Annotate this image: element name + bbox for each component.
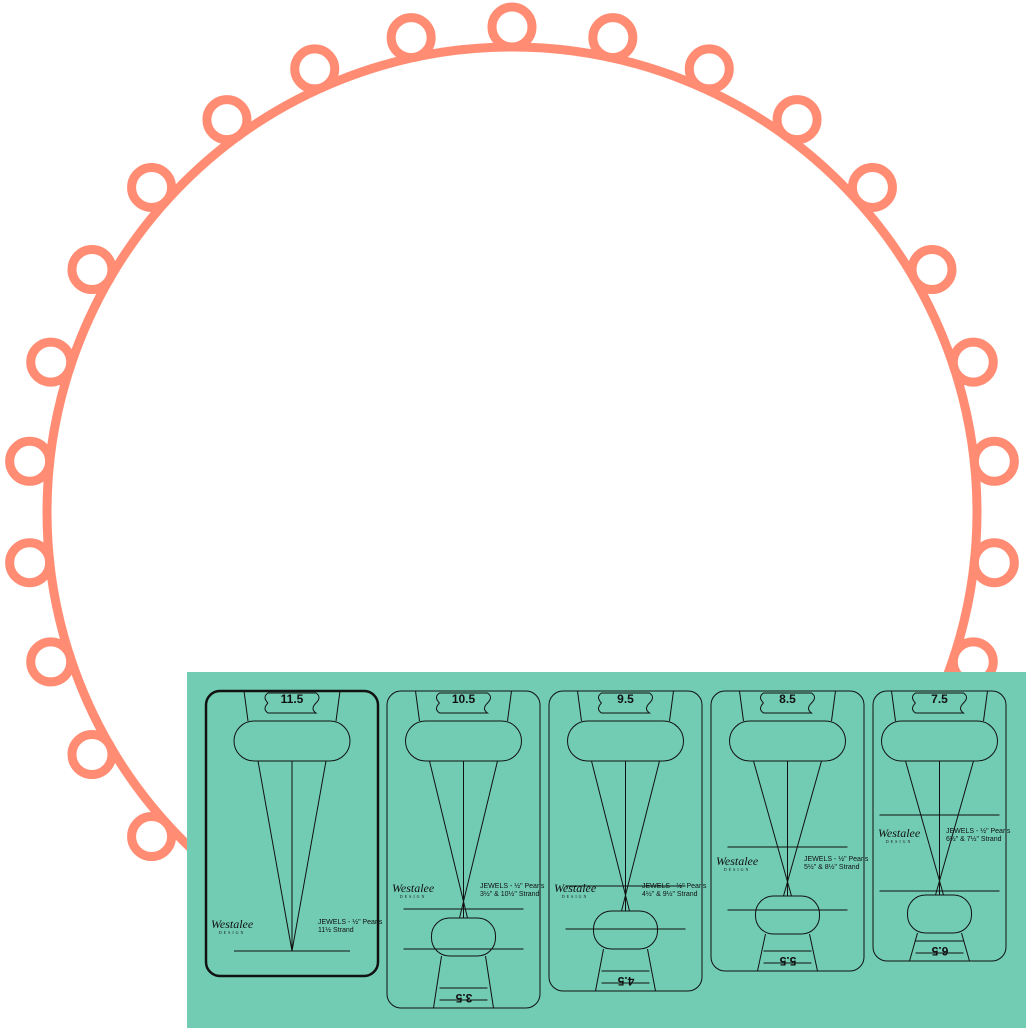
pearl-loop <box>588 13 638 63</box>
bottom-channel <box>909 932 970 962</box>
bottom-bead <box>593 910 658 950</box>
pearl-loop <box>5 436 55 486</box>
top-channel <box>577 690 674 722</box>
bottom-channel <box>433 955 494 1009</box>
strand-size: 3½" & 10½" Strand <box>480 891 540 898</box>
top-size-label: 11.5 <box>280 692 304 706</box>
pearl-loop <box>5 538 55 588</box>
pearl-loop <box>290 44 340 94</box>
top-bead <box>881 720 998 762</box>
top-channel <box>739 690 836 722</box>
top-size-label: 8.5 <box>779 692 796 706</box>
pearl-loop <box>487 2 537 52</box>
top-channel <box>415 690 512 722</box>
pearl-loop <box>202 95 252 145</box>
bottom-channel <box>595 948 656 992</box>
top-bead <box>233 720 351 762</box>
pearl-loop <box>907 245 957 294</box>
card-outline <box>548 690 703 992</box>
top-notch <box>436 692 491 714</box>
bottom-channel <box>757 933 818 972</box>
pearl-loop <box>127 162 177 212</box>
bottom-size-label: 6.5 <box>931 944 948 958</box>
pearl-loop <box>684 44 734 94</box>
top-bead <box>405 720 522 762</box>
jewels-title: JEWELS - ½" Pearls <box>804 856 869 863</box>
pearl-loop <box>847 162 897 212</box>
bottom-size-label: 3.5 <box>455 991 472 1005</box>
pearl-loop <box>67 730 117 779</box>
card-outline <box>872 690 1007 962</box>
pearl-loop <box>26 337 76 387</box>
top-size-label: 7.5 <box>931 692 948 706</box>
card-outline <box>204 689 380 978</box>
strand-size: 11½ Strand <box>318 927 354 934</box>
top-notch <box>912 692 967 714</box>
guide-lines <box>257 760 327 952</box>
pearl-loop <box>127 812 177 862</box>
card-outline <box>710 690 865 972</box>
pearl-loop <box>386 13 436 63</box>
top-notch <box>760 692 815 714</box>
top-size-label: 10.5 <box>451 692 476 706</box>
pearl-loop <box>67 245 117 294</box>
top-bead <box>729 720 846 762</box>
bottom-notch <box>439 987 488 1001</box>
pearl-loop <box>948 337 998 387</box>
guide-lines <box>429 760 498 919</box>
guide-lines <box>753 760 822 897</box>
strand-size: 4½" & 9½" Strand <box>642 891 698 898</box>
strand-size: 6½" & 7½" Strand <box>946 836 1002 843</box>
top-bead <box>567 720 684 762</box>
top-notch <box>598 692 653 714</box>
pearl-loop <box>772 95 822 145</box>
jewels-title: JEWELS - ½" Pearls <box>946 828 1011 835</box>
top-channel <box>243 690 341 722</box>
pearl-loop <box>969 538 1019 588</box>
top-size-label: 9.5 <box>617 692 634 706</box>
top-notch <box>264 692 320 714</box>
bottom-bead <box>755 895 820 935</box>
jewels-title: JEWELS - ½" Pearls <box>480 883 545 890</box>
top-channel <box>891 690 988 722</box>
bottom-notch <box>601 970 650 984</box>
bottom-notch <box>763 950 812 964</box>
bottom-size-label: 4.5 <box>617 974 634 988</box>
bottom-notch <box>915 940 964 954</box>
bottom-bead <box>907 894 972 934</box>
jewels-title: JEWELS - ½" Pearls <box>642 883 707 890</box>
guide-lines <box>905 760 974 896</box>
pearl-loop <box>969 436 1019 486</box>
pearl-loop <box>26 637 76 687</box>
card-outline <box>386 690 541 1009</box>
bottom-size-label: 5.5 <box>779 954 796 968</box>
strand-size: 5½" & 8½" Strand <box>804 864 860 871</box>
jewels-title: JEWELS - ½" Pearls <box>318 919 383 926</box>
bottom-bead <box>431 917 496 957</box>
